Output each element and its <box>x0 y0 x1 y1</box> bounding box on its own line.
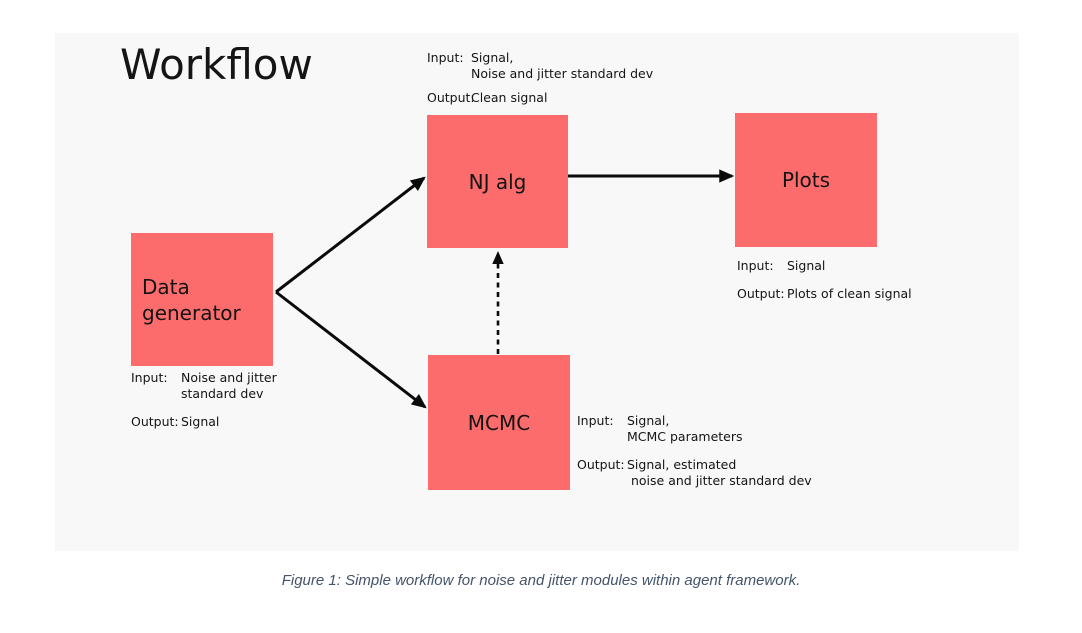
node-data-generator: Data generator <box>131 233 273 366</box>
output-label: Output: <box>131 414 179 429</box>
annotation-output-row: Output: Signal <box>131 414 277 430</box>
annotation-plots: Input: Signal Output: Plots of clean sig… <box>737 258 912 302</box>
annotation-input-row: Input: Noise and jitter standard dev <box>131 370 277 402</box>
output-value: Signal <box>181 414 220 429</box>
annotation-nj-alg: Input: Signal, Noise and jitter standard… <box>427 50 653 106</box>
figure-caption: Figure 1: Simple workflow for noise and … <box>281 572 801 589</box>
output-value: Signal, estimated noise and jitter stand… <box>627 457 812 488</box>
annotation-output-row: Output: Clean signal <box>427 90 653 106</box>
input-label: Input: <box>427 50 464 65</box>
output-label: Output: <box>427 90 475 105</box>
output-value: Plots of clean signal <box>787 286 912 301</box>
node-plots: Plots <box>735 113 877 247</box>
output-label: Output: <box>737 286 785 301</box>
node-mcmc: MCMC <box>428 355 570 490</box>
input-value: Noise and jitter standard dev <box>181 370 277 401</box>
node-nj-alg: NJ alg <box>427 115 568 248</box>
input-label: Input: <box>577 413 614 428</box>
annotation-input-row: Input: Signal, Noise and jitter standard… <box>427 50 653 82</box>
input-value: Signal, Noise and jitter standard dev <box>471 50 654 81</box>
input-value: Signal <box>787 258 826 273</box>
output-label: Output: <box>577 457 625 472</box>
input-value: Signal, MCMC parameters <box>627 413 743 444</box>
annotation-output-row: Output: Signal, estimated noise and jitt… <box>577 457 812 489</box>
annotation-output-row: Output: Plots of clean signal <box>737 286 912 302</box>
input-label: Input: <box>737 258 774 273</box>
diagram-title: Workflow <box>120 40 313 89</box>
annotation-input-row: Input: Signal, MCMC parameters <box>577 413 812 445</box>
input-label: Input: <box>131 370 168 385</box>
annotation-mcmc: Input: Signal, MCMC parameters Output: S… <box>577 413 812 489</box>
annotation-input-row: Input: Signal <box>737 258 912 274</box>
output-value: Clean signal <box>471 90 548 105</box>
annotation-data-generator: Input: Noise and jitter standard dev Out… <box>131 370 277 430</box>
